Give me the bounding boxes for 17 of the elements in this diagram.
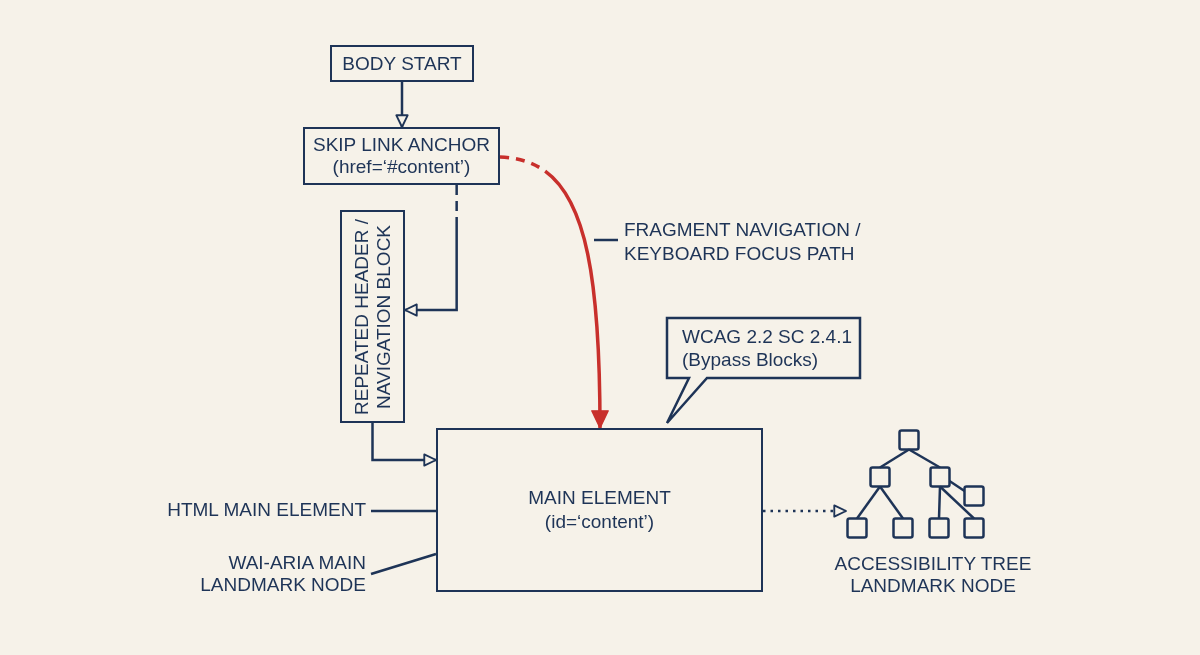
arrow <box>371 423 437 467</box>
arrow <box>763 504 847 518</box>
process-box: BODY START <box>330 45 474 82</box>
arrow <box>404 185 458 317</box>
arrow <box>395 82 409 128</box>
leader-line <box>370 552 437 576</box>
process-box: SKIP LINK ANCHOR (href=‘#content’) <box>303 127 500 185</box>
annotation-text: WAI-ARIA MAIN LANDMARK NODE <box>160 552 366 596</box>
process-box: REPEATED HEADER / NAVIGATION BLOCK <box>340 210 405 423</box>
leader-line <box>594 238 618 242</box>
annotation-text: FRAGMENT NAVIGATION / KEYBOARD FOCUS PATH <box>624 218 876 266</box>
leader-line <box>371 509 436 513</box>
arrow <box>499 155 609 429</box>
caption-text: ACCESSIBILITY TREE LANDMARK NODE <box>833 553 1033 597</box>
tree-drawing <box>846 428 986 539</box>
process-box: MAIN ELEMENT (id=‘content’) <box>436 428 763 592</box>
annotation-text: HTML MAIN ELEMENT <box>150 499 366 523</box>
